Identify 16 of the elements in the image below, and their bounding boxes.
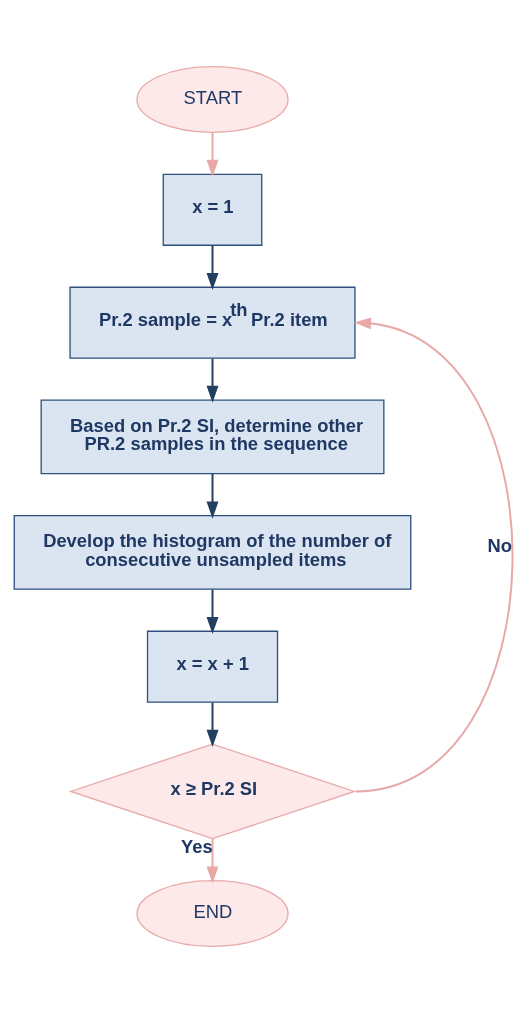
- arrow: [206, 588, 218, 635]
- node-diamond: x ≥ Pr.2 SI: [68, 743, 356, 840]
- node-ellipse: START: [135, 66, 289, 133]
- arrow: [206, 357, 218, 403]
- arrow: [206, 472, 218, 519]
- node-ellipse: END: [135, 880, 289, 947]
- node-box: x = 1: [162, 173, 262, 246]
- node-box: Develop the histogram of the number of consecutive unsampled items: [13, 515, 411, 590]
- node-box: x = x + 1: [146, 630, 278, 703]
- node-box: Based on Pr.2 SI, determine other PR.2 samples in the sequence: [40, 399, 384, 475]
- arrow: [206, 131, 218, 177]
- edge-label: No: [487, 534, 512, 556]
- arrow: [353, 317, 513, 793]
- arrow: [206, 701, 218, 747]
- arrow: [206, 244, 218, 291]
- arrow: [206, 837, 218, 884]
